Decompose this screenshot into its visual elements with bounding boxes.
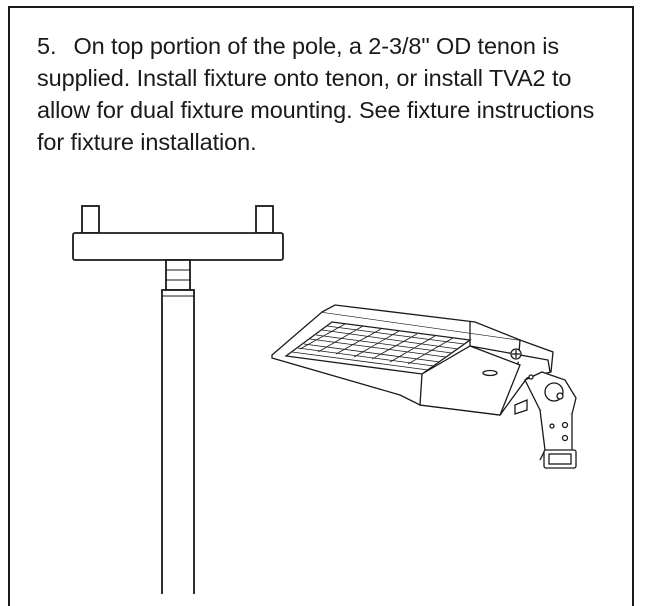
instruction-panel — [8, 6, 634, 606]
crossarm — [72, 232, 284, 261]
fixture-drawing — [271, 304, 577, 469]
pole-with-tenon-adapter-drawing — [72, 205, 284, 594]
pole — [161, 289, 195, 594]
step-number: 5. — [37, 33, 57, 59]
step-text: On top portion of the pole, a 2-3/8" OD … — [37, 33, 595, 155]
step-5-instruction: 5. On top portion of the pole, a 2-3/8" … — [37, 30, 617, 158]
adapter-sleeve — [165, 259, 191, 291]
right-tenon — [255, 205, 274, 234]
left-tenon — [81, 205, 100, 234]
